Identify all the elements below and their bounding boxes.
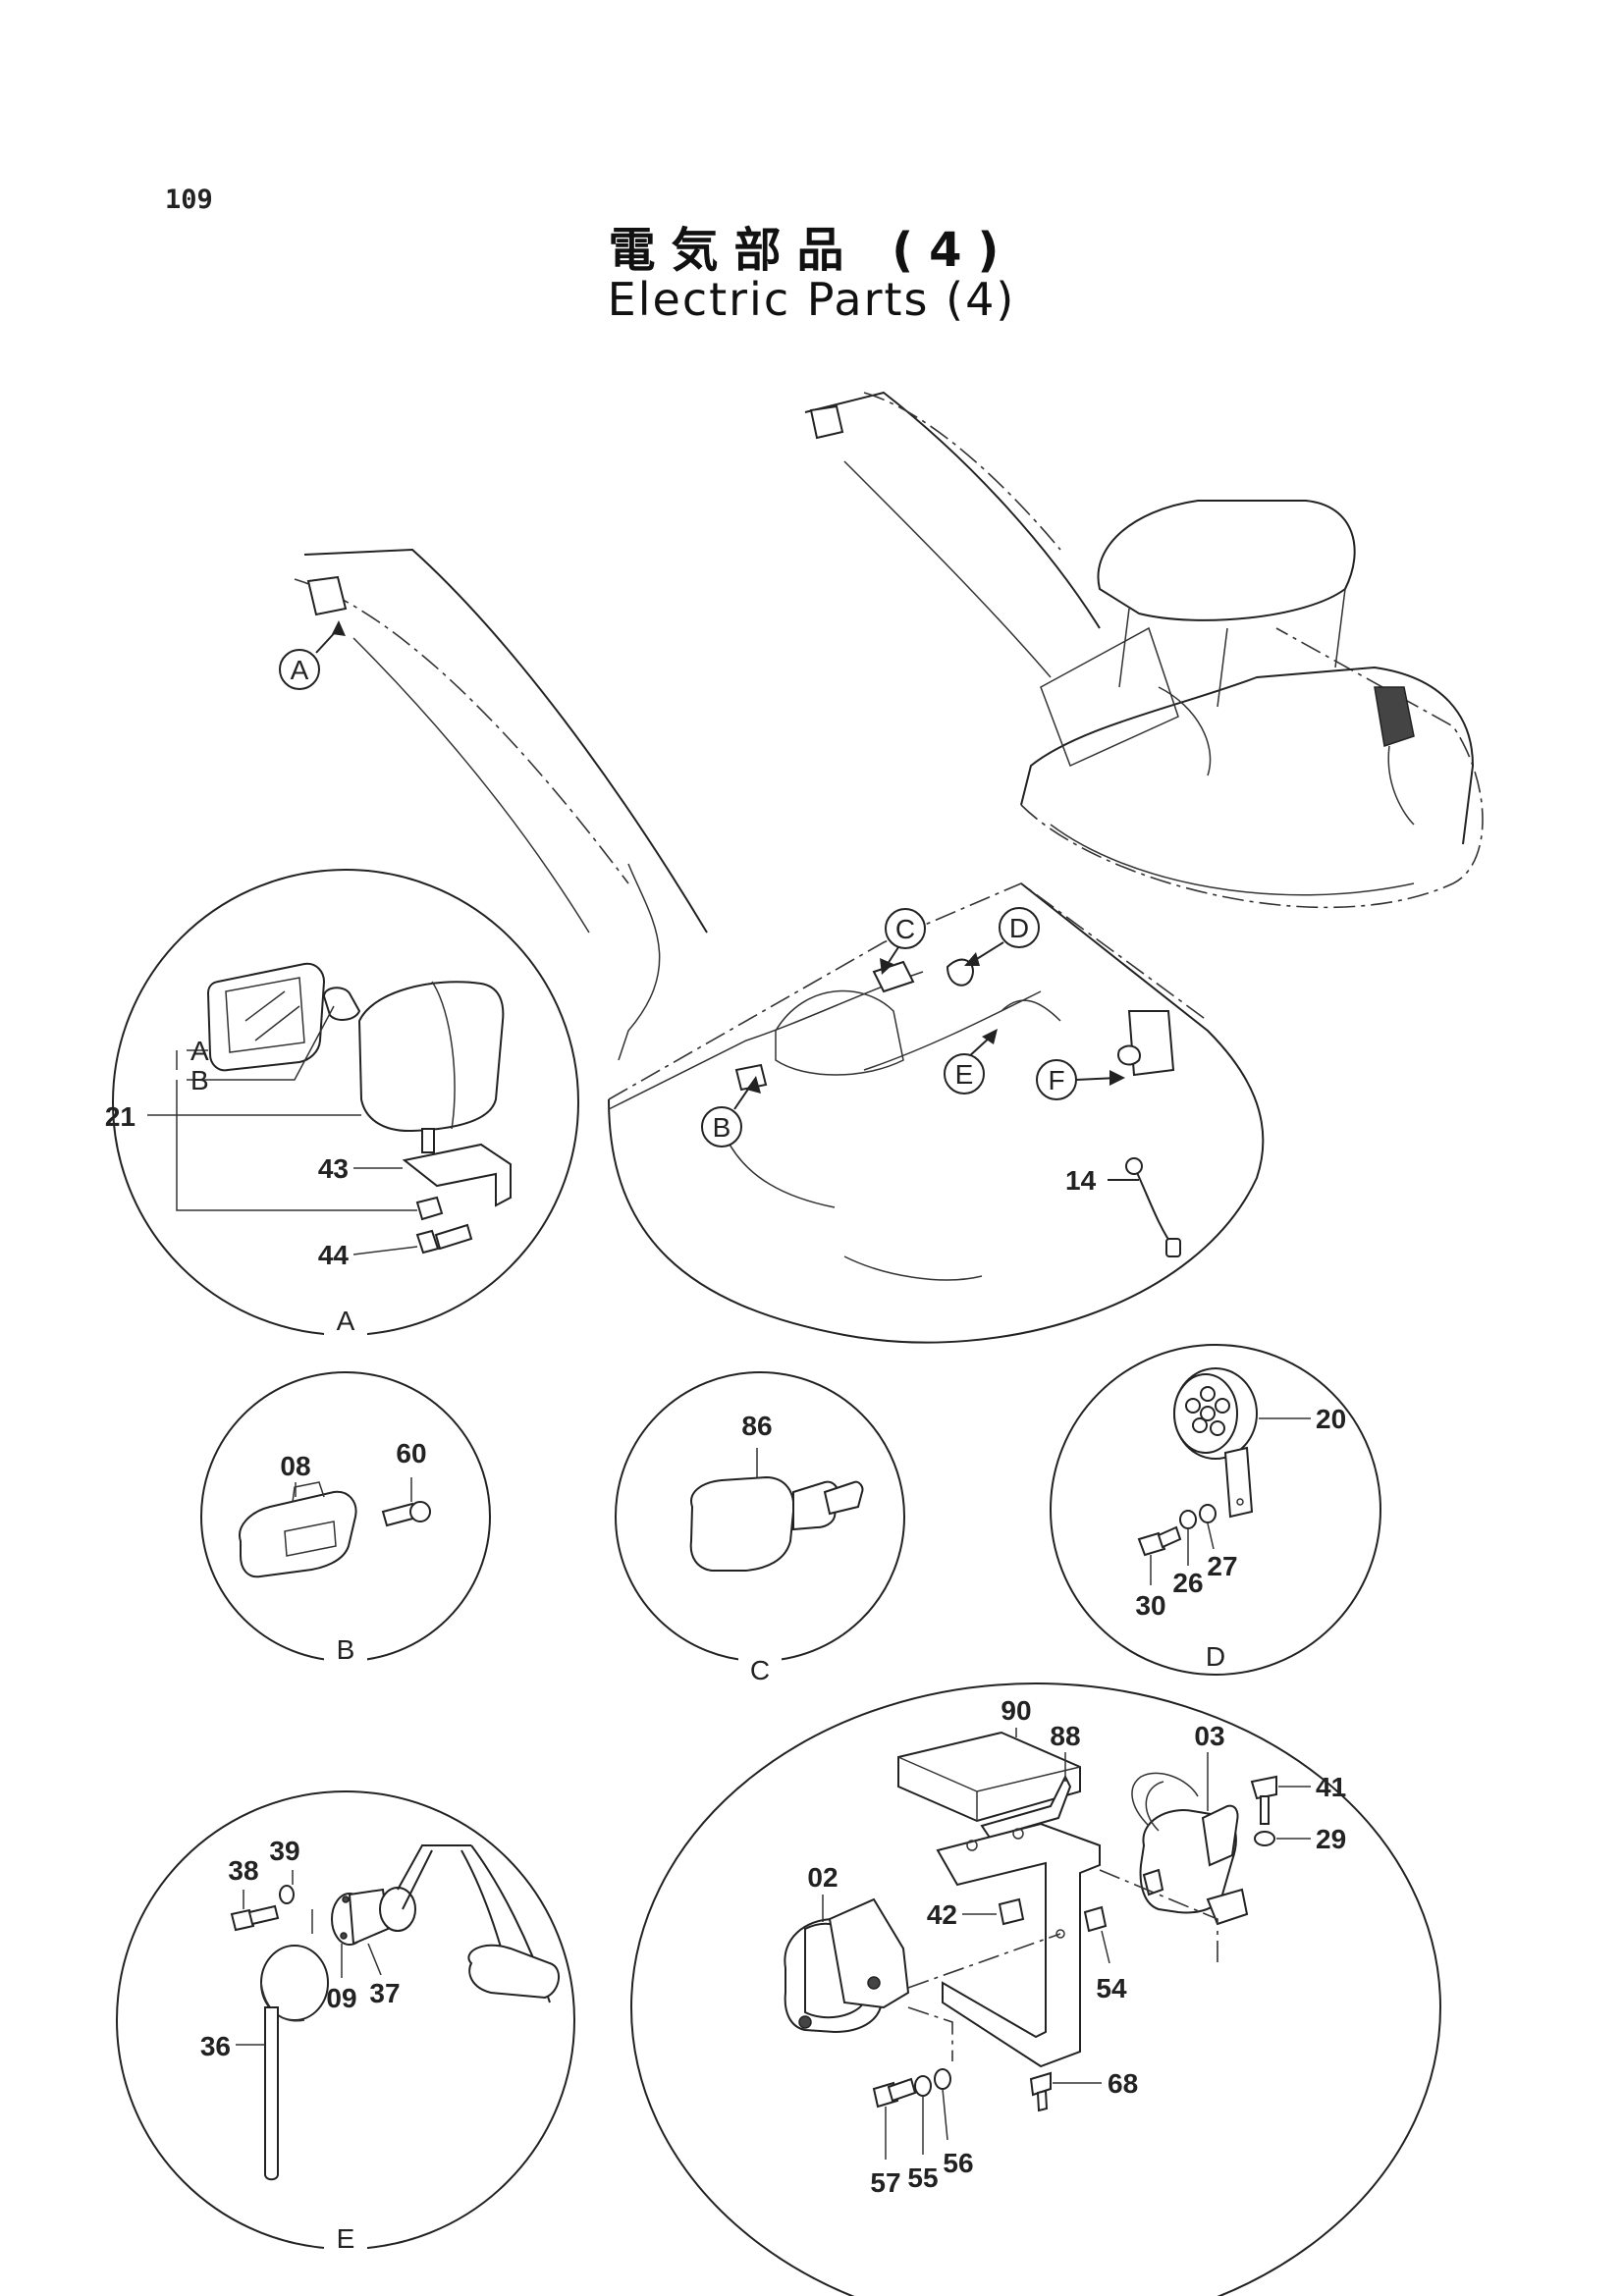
part-number-02: 02 bbox=[807, 1862, 838, 1893]
detail-e-label: E bbox=[337, 2223, 355, 2254]
part-number-55: 55 bbox=[907, 2163, 938, 2193]
detail-f-battery-relay: F bbox=[630, 1682, 1441, 2296]
detail-c-label: C bbox=[750, 1655, 770, 1685]
callout-letter: C bbox=[895, 914, 915, 944]
machine-illustration: 14 bbox=[294, 391, 1484, 1344]
part-number-90: 90 bbox=[1001, 1695, 1031, 1726]
detail-c-key-switch: C 86 bbox=[615, 1371, 905, 1685]
detail-b-relay: B 08 60 bbox=[200, 1371, 491, 1679]
page-title-japanese: 電気部品 (4) bbox=[608, 223, 1015, 278]
part-number-09: 09 bbox=[326, 1983, 356, 2013]
part-number-42: 42 bbox=[927, 1899, 957, 1930]
callout-c: C bbox=[880, 908, 926, 975]
part-number-44: 44 bbox=[318, 1240, 350, 1270]
callout-d: D bbox=[964, 907, 1040, 966]
part-number-56: 56 bbox=[943, 2148, 973, 2178]
part-number-60: 60 bbox=[396, 1438, 426, 1468]
callout-letter: F bbox=[1048, 1065, 1064, 1095]
part-number-20: 20 bbox=[1316, 1404, 1346, 1434]
callout-letter: A bbox=[291, 655, 309, 685]
detail-d-label: D bbox=[1206, 1641, 1225, 1672]
part-number-39: 39 bbox=[269, 1836, 299, 1866]
detail-e-fuel-sensor: E 38 39 09 37 36 bbox=[116, 1790, 575, 2268]
detail-d-horn: D 20 26 27 30 bbox=[1050, 1344, 1381, 1676]
part-number-30: 30 bbox=[1135, 1590, 1165, 1621]
part-number-14: 14 bbox=[1065, 1165, 1097, 1196]
detail-a-ref-b: B bbox=[190, 1065, 209, 1095]
callout-f: F bbox=[1036, 1059, 1125, 1100]
detail-a-label: A bbox=[337, 1306, 355, 1336]
part-number-54: 54 bbox=[1096, 1973, 1127, 2003]
part-number-21: 21 bbox=[105, 1101, 135, 1132]
callout-b: B bbox=[701, 1076, 761, 1148]
detail-a-ref-a: A bbox=[190, 1036, 209, 1066]
callout-letter: E bbox=[955, 1059, 974, 1090]
callout-letter: B bbox=[713, 1112, 731, 1143]
part-number-27: 27 bbox=[1207, 1551, 1237, 1581]
part-number-68: 68 bbox=[1108, 2068, 1138, 2099]
callout-e: E bbox=[944, 1029, 998, 1095]
part-number-26: 26 bbox=[1172, 1568, 1203, 1598]
page-number: 109 bbox=[165, 185, 213, 215]
part-number-37: 37 bbox=[369, 1978, 400, 2008]
part-number-38: 38 bbox=[228, 1855, 258, 1886]
detail-b-label: B bbox=[337, 1634, 355, 1665]
part-number-08: 08 bbox=[280, 1451, 310, 1481]
part-number-41: 41 bbox=[1316, 1772, 1346, 1802]
part-number-29: 29 bbox=[1316, 1824, 1346, 1854]
callout-a: A bbox=[279, 620, 346, 690]
part-number-88: 88 bbox=[1050, 1721, 1080, 1751]
part-number-36: 36 bbox=[200, 2031, 231, 2061]
detail-a-work-light: A A B 21 43 44 bbox=[105, 869, 579, 1351]
part-number-57: 57 bbox=[870, 2167, 900, 2198]
page-title-english: Electric Parts (4) bbox=[607, 273, 1016, 326]
part-number-03: 03 bbox=[1194, 1721, 1224, 1751]
part-number-43: 43 bbox=[318, 1153, 349, 1184]
callout-letter: D bbox=[1009, 913, 1029, 943]
part-number-86: 86 bbox=[741, 1411, 772, 1441]
machine-callouts: A B C D E F bbox=[279, 620, 1125, 1148]
